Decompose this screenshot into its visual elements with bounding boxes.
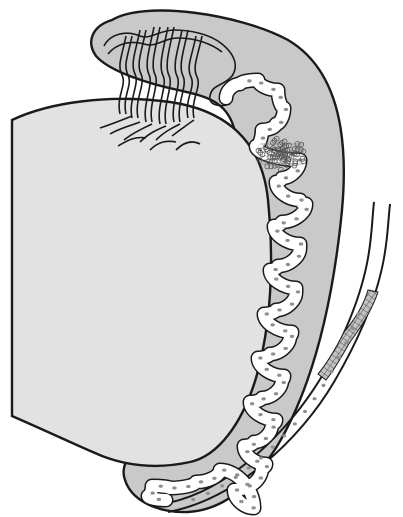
vas-dot	[191, 498, 195, 501]
cell-dot	[286, 195, 290, 198]
cell-dot	[282, 381, 286, 384]
vas-dot	[271, 446, 275, 449]
vas-dot	[293, 422, 297, 425]
cell-dot	[258, 356, 262, 359]
cell-dot	[285, 239, 289, 242]
cell-dot	[157, 498, 161, 501]
cell-dot	[299, 242, 303, 245]
cell-dot	[186, 485, 190, 488]
cell-dot	[277, 374, 281, 377]
cell-dot	[212, 477, 216, 480]
cell-dot	[235, 488, 239, 491]
cell-dot	[264, 437, 268, 440]
cell-dot	[252, 495, 256, 498]
cell-dot	[286, 285, 290, 288]
cell-dot	[282, 221, 286, 224]
vas-dot	[357, 312, 361, 315]
cell-dot	[265, 465, 269, 468]
cell-dot	[271, 88, 275, 91]
cell-dot	[265, 368, 269, 371]
cell-dot	[199, 480, 203, 483]
cell-dot	[273, 268, 277, 271]
cell-dot	[159, 485, 163, 488]
vas-dot	[330, 370, 334, 373]
cell-dot	[299, 198, 303, 201]
vas-dot	[259, 456, 263, 459]
cell-dot	[296, 169, 300, 172]
cell-dot	[297, 255, 301, 258]
cell-dot	[304, 208, 308, 211]
cell-dot	[278, 96, 282, 99]
cell-dot	[261, 397, 265, 400]
cell-dot	[294, 217, 298, 220]
cell-dot	[255, 460, 259, 463]
cell-dot	[279, 121, 283, 124]
vas-dot	[206, 492, 210, 495]
vas-dot	[303, 410, 307, 413]
cell-dot	[250, 402, 254, 405]
vas-dot	[220, 484, 224, 487]
testis	[12, 99, 271, 466]
cell-dot	[259, 476, 263, 479]
cell-dot	[284, 108, 288, 111]
cell-dot	[222, 469, 226, 472]
cell-dot	[290, 303, 294, 306]
cell-dot	[271, 418, 275, 421]
cell-dot	[270, 323, 274, 326]
cell-dot	[275, 230, 279, 233]
vas-dot	[337, 356, 341, 359]
vas-dot	[247, 466, 251, 469]
cell-dot	[252, 443, 256, 446]
cell-dot	[150, 491, 154, 494]
cell-dot	[283, 347, 287, 350]
cell-dot	[268, 128, 272, 131]
vas-dot	[313, 397, 317, 400]
cell-dot	[296, 290, 300, 293]
cell-dot	[274, 278, 278, 281]
cell-dot	[245, 450, 249, 453]
cell-dot	[283, 329, 287, 332]
cell-dot	[251, 506, 255, 509]
cell-dot	[239, 500, 243, 503]
cell-dot	[245, 483, 249, 486]
cell-dot	[277, 308, 281, 311]
cell-dot	[261, 136, 265, 139]
cell-dot	[290, 335, 294, 338]
cell-dot	[277, 184, 281, 187]
vas-dot	[344, 342, 348, 345]
vas-dot	[321, 384, 325, 387]
cell-dot	[172, 486, 176, 489]
cell-dot	[271, 352, 275, 355]
cell-dot	[284, 176, 288, 179]
cell-dot	[265, 312, 269, 315]
cell-dot	[271, 426, 275, 429]
cell-dot	[259, 81, 263, 84]
vas-dot	[234, 476, 238, 479]
cell-dot	[258, 413, 262, 416]
vas-dot	[351, 327, 355, 330]
cell-dot	[274, 392, 278, 395]
cell-dot	[286, 263, 290, 266]
vas-dot	[282, 434, 286, 437]
cell-dot	[247, 79, 251, 82]
